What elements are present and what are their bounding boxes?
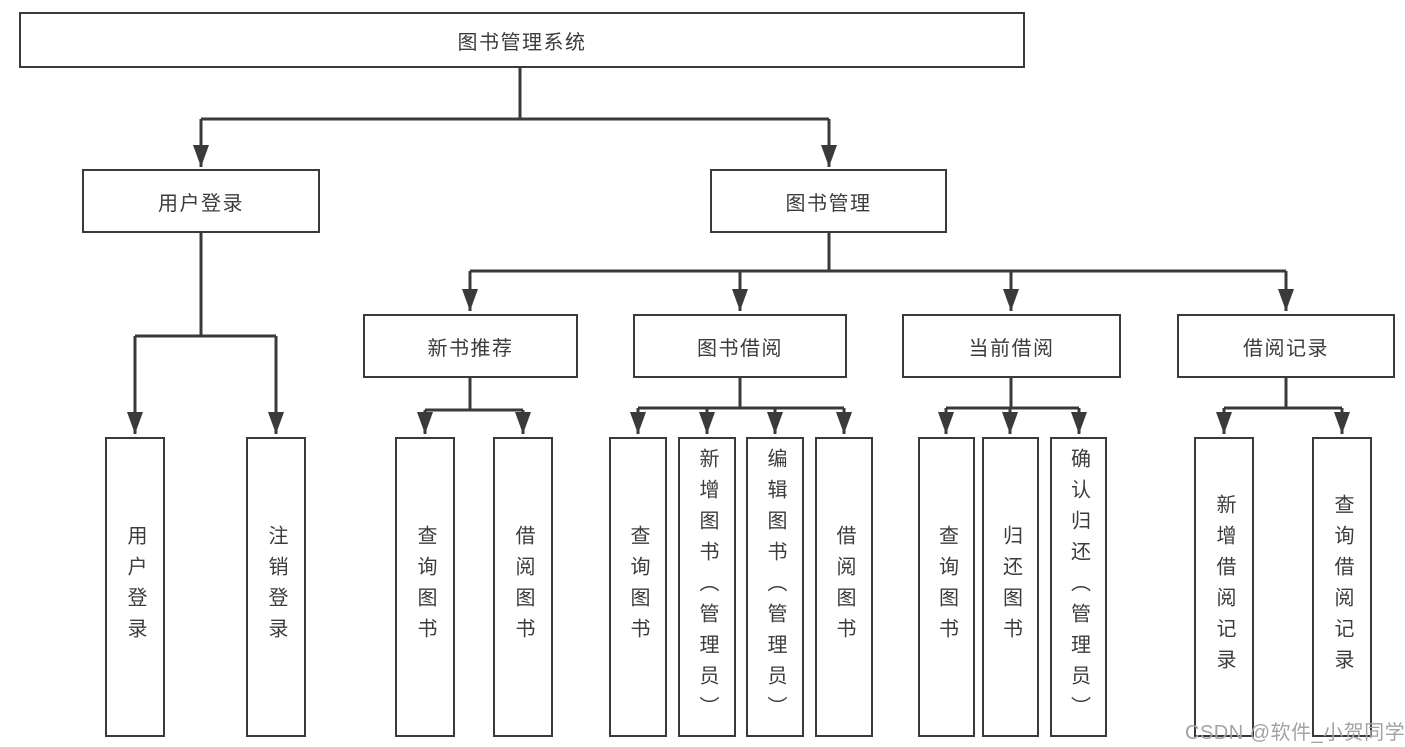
node-query-book-3: 查询图书	[918, 437, 975, 737]
node-add-book-admin: 新增图书（管理员）	[678, 437, 736, 737]
node-label: 当前借阅	[968, 337, 1055, 360]
node-label: 查询图书	[935, 525, 958, 649]
node-book-management: 图书管理	[710, 169, 947, 233]
node-label: 查询图书	[414, 525, 436, 649]
node-label: 借阅图书	[833, 525, 855, 649]
connector-user-login-junction	[135, 233, 276, 338]
node-borrow-book-2: 借阅图书	[815, 437, 873, 737]
node-book-borrow: 图书借阅	[633, 314, 847, 378]
node-label: 用户登录	[158, 192, 244, 215]
node-label: 新增图书（管理员）	[696, 447, 718, 727]
node-edit-book-admin: 编辑图书（管理员）	[746, 437, 804, 737]
node-current-borrow: 当前借阅	[902, 314, 1121, 378]
node-label: 编辑图书（管理员）	[764, 447, 786, 727]
node-label: 用户登录	[124, 525, 146, 649]
connector-book-management-junction	[470, 233, 1286, 273]
connector-root-junction	[201, 68, 829, 121]
node-label: 注销登录	[265, 525, 287, 649]
connector-book-borrow-junction	[638, 378, 844, 410]
node-confirm-return-admin: 确认归还（管理员）	[1050, 437, 1107, 737]
node-query-book-1: 查询图书	[395, 437, 455, 737]
watermark-text: CSDN @软件_小贺同学	[1185, 722, 1405, 744]
connector-current-borrow-junction	[946, 378, 1079, 410]
node-label: 确认归还（管理员）	[1067, 447, 1090, 727]
node-label: 图书借阅	[697, 337, 783, 360]
node-label: 图书管理系统	[457, 31, 587, 54]
node-label: 归还图书	[999, 525, 1022, 649]
node-label: 查询图书	[627, 525, 649, 649]
node-logout: 注销登录	[246, 437, 306, 737]
node-add-borrow-record: 新增借阅记录	[1194, 437, 1254, 737]
node-user-login: 用户登录	[82, 169, 320, 233]
node-query-borrow-record: 查询借阅记录	[1312, 437, 1372, 737]
node-label: 借阅图书	[512, 525, 534, 649]
node-label: 查询借阅记录	[1331, 494, 1353, 680]
node-borrow-records: 借阅记录	[1177, 314, 1395, 378]
node-label: 新增借阅记录	[1213, 494, 1235, 680]
node-return-book: 归还图书	[982, 437, 1039, 737]
node-query-book-2: 查询图书	[609, 437, 667, 737]
node-label: 新书推荐	[427, 337, 514, 360]
connector-new-book-junction	[425, 378, 523, 412]
connector-borrow-records-junction	[1224, 378, 1342, 410]
node-user-login-leaf: 用户登录	[105, 437, 165, 737]
node-library-management-system: 图书管理系统	[19, 12, 1025, 68]
node-label: 借阅记录	[1243, 337, 1329, 360]
node-label: 图书管理	[785, 192, 872, 215]
node-borrow-book-1: 借阅图书	[493, 437, 553, 737]
node-new-book-recommend: 新书推荐	[363, 314, 578, 378]
